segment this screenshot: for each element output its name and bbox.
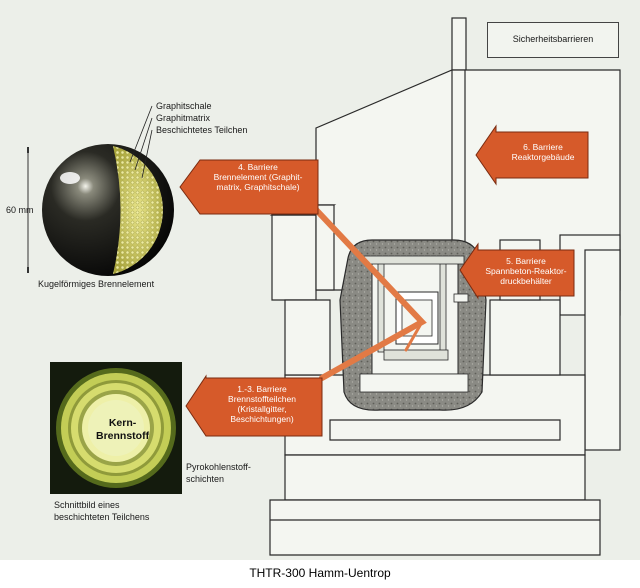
core-label: Kern- Brennstoff xyxy=(96,417,149,443)
barrier-5-text: 5. Barriere Spannbeton-Reaktor- druckbeh… xyxy=(478,256,574,286)
label-graphitmatrix: Graphitmatrix xyxy=(156,113,211,123)
fuel-sphere xyxy=(27,105,174,276)
sphere-title: Kugelförmiges Brennelement xyxy=(38,279,155,289)
barrier-4-line-1: 4. Barriere xyxy=(238,162,278,172)
barrier-6-line-2: Reaktorgebäude xyxy=(511,152,575,162)
legend-title: Sicherheitsbarrieren xyxy=(512,34,594,44)
particle-title-line-2: beschichteten Teilchens xyxy=(54,512,150,522)
sphere-diameter-label: 60 mm xyxy=(6,205,34,215)
barrier-6-line-1: 6. Barriere xyxy=(523,142,563,152)
arrow-barrier-6 xyxy=(475,124,589,186)
label-graphitschale: Graphitschale xyxy=(156,101,212,111)
pointer-lines xyxy=(302,195,427,381)
barrier-6-text: 6. Barriere Reaktorgebäude xyxy=(500,142,586,162)
barrier-5-line-1: 5. Barriere xyxy=(506,256,546,266)
legend-box: Sicherheitsbarrieren xyxy=(487,22,619,58)
arrow-barrier-1-3 xyxy=(185,374,323,437)
barrier-1-3-line-4: Beschichtungen) xyxy=(230,414,294,424)
barrier-4-line-2: Brennelement (Graphit- xyxy=(213,172,303,182)
barrier-1-3-text: 1.-3. Barriere Brennstoffteilchen (Krist… xyxy=(204,384,320,424)
barrier-1-3-line-1: 1.-3. Barriere xyxy=(237,384,287,394)
arrow-barrier-5 xyxy=(459,242,575,300)
barrier-5-line-2: Spannbeton-Reaktor- xyxy=(485,266,567,276)
stack xyxy=(451,17,467,71)
particle-title-line-1: Schnittbild eines xyxy=(54,500,120,510)
barrier-1-3-line-2: Brennstoffteilchen xyxy=(228,394,296,404)
label-coated-particle: Beschichtetes Teilchen xyxy=(156,125,248,135)
arrow-barrier-4 xyxy=(179,159,319,215)
barrier-arrows xyxy=(179,124,589,437)
barrier-4-text: 4. Barriere Brennelement (Graphit- matri… xyxy=(200,162,316,192)
core-label-line-2: Brennstoff xyxy=(96,430,150,442)
diagram-graphics xyxy=(27,17,621,556)
figure-caption: THTR-300 Hamm-Uentrop xyxy=(249,566,391,580)
barrier-1-3-line-3: (Kristallgitter, xyxy=(237,404,287,414)
barrier-5-line-3: druckbehälter xyxy=(500,276,552,286)
pyrocarbon-label-line-2: schichten xyxy=(186,474,225,484)
pyrocarbon-label-line-1: Pyrokohlenstoff- xyxy=(186,462,251,472)
figure-panel: Sicherheitsbarrieren Graphitschale Graph… xyxy=(0,0,640,560)
core-label-line-1: Kern- xyxy=(108,417,137,429)
barrier-4-line-3: matrix, Graphitschale) xyxy=(216,182,300,192)
particle-cross-section xyxy=(50,362,182,494)
